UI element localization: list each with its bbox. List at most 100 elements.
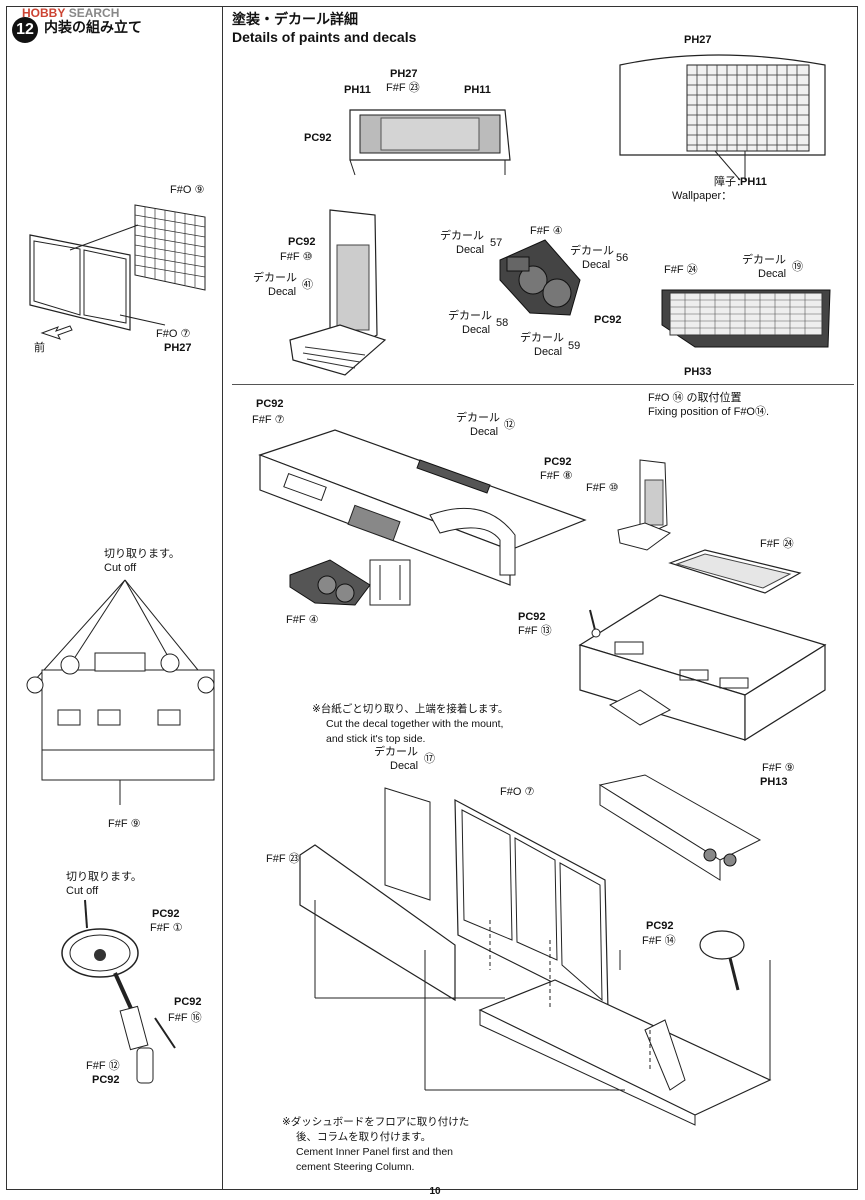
label-ph11-b: PH11 <box>464 84 491 96</box>
fixing-en: Fixing position of F#O⑭. <box>648 406 770 418</box>
note-dash-en1: Cement Inner Panel first and then <box>296 1146 454 1158</box>
label-pc92-hood: PC92 <box>544 456 572 468</box>
label-pc92-cluster: PC92 <box>594 314 622 326</box>
decal-num-56: 56 <box>616 252 629 264</box>
decal-jp-19: デカール <box>742 254 786 266</box>
meter-cluster-diagram <box>499 239 581 316</box>
decal-num-19: ⑲ <box>792 261 803 273</box>
label-pc92-shift: PC92 <box>518 611 546 623</box>
floor-mat-small-diagram <box>668 549 802 594</box>
label-pc92-column: PC92 <box>174 996 202 1008</box>
decal-en-41: Decal <box>268 286 297 298</box>
label-ff16: F#F ⑯ <box>168 1012 202 1024</box>
decal-jp-56: デカール <box>570 245 614 257</box>
label-fo9: F#O ⑨ <box>170 184 205 196</box>
note-mount-en2: and stick it's top side. <box>326 733 426 745</box>
floor-mat-diagram <box>661 289 831 348</box>
note-dash-jp1: ※ダッシュボードをフロアに取り付けた <box>282 1116 470 1128</box>
label-ff23-window: F#F ㉓ <box>386 82 420 94</box>
decal-num-58: 58 <box>496 317 509 329</box>
label-ph33: PH33 <box>684 366 712 378</box>
cutoff-jp-2: 切り取ります。 <box>66 871 142 883</box>
decal-jp-58: デカール <box>448 310 492 322</box>
column-divider <box>222 6 223 1190</box>
cutoff-jp-1: 切り取ります。 <box>104 548 180 560</box>
label-ph27-left: PH27 <box>164 342 192 354</box>
dashboard-diagram <box>258 429 587 606</box>
label-ff8: F#F ⑧ <box>540 470 573 482</box>
label-ph11-wallpaper: PH11 <box>740 176 767 188</box>
label-ff9-floor: F#F ⑨ <box>762 762 795 774</box>
window-panel-diagram <box>349 109 511 176</box>
floor-box-diagram <box>578 594 827 742</box>
label-ff1: F#F ① <box>150 922 183 934</box>
section-title-en: Details of paints and decals <box>232 29 417 45</box>
interior-assembly-diagram <box>299 774 772 1126</box>
label-front: 前 <box>34 342 45 354</box>
label-ff12: F#F ⑫ <box>86 1060 120 1072</box>
decal-num-17: ⑰ <box>424 753 435 765</box>
label-ff4-cluster: F#F ④ <box>530 225 563 237</box>
decal-en-19: Decal <box>758 268 787 280</box>
wallpaper-jp: 障子： <box>714 176 747 188</box>
label-ph27-wallpaper: PH27 <box>684 34 712 46</box>
label-fo7-final: F#O ⑦ <box>500 786 535 798</box>
cutoff-en-1: Cut off <box>104 562 137 574</box>
decal-en-58: Decal <box>462 324 491 336</box>
label-ff13: F#F ⑬ <box>518 625 552 637</box>
decal-num-41: ㊶ <box>302 279 313 291</box>
label-ph11-a: PH11 <box>344 84 371 96</box>
decal-en-57: Decal <box>456 244 485 256</box>
decal-jp-41: デカール <box>253 272 297 284</box>
steering-wheel-diagram <box>61 899 176 1084</box>
label-ff10-seat-small: F#F ⑩ <box>586 482 619 494</box>
label-ff24-mat: F#F ㉔ <box>664 264 698 276</box>
label-ff9-left: F#F ⑨ <box>108 818 141 830</box>
wallpaper-panel-diagram <box>619 54 826 181</box>
note-dash-en2: cement Steering Column. <box>296 1161 415 1173</box>
floor-panel-diagram <box>26 579 215 805</box>
label-ff23-final: F#F ㉓ <box>266 853 300 865</box>
decal-en-17: Decal <box>390 760 419 772</box>
label-ff24-floor: F#F ㉔ <box>760 538 794 550</box>
fixing-jp: F#O ⑭ の取付位置 <box>648 392 742 404</box>
label-ff4-dash: F#F ④ <box>286 614 319 626</box>
rear-panel-diagram <box>29 204 206 340</box>
label-ph27-window: PH27 <box>390 68 418 80</box>
step-title: 内装の組み立て <box>44 19 142 35</box>
label-fo7: F#O ⑦ <box>156 328 191 340</box>
seat-diagram <box>289 209 387 376</box>
label-pc92-steer: PC92 <box>152 908 180 920</box>
decal-num-12: ⑫ <box>504 419 515 431</box>
page-frame <box>6 6 858 1190</box>
label-ph13: PH13 <box>760 776 788 788</box>
label-pc92-seat: PC92 <box>288 236 316 248</box>
section-divider <box>232 384 854 385</box>
decal-en-59: Decal <box>534 346 563 358</box>
cluster-small-diagram <box>289 559 371 606</box>
label-pc92-window: PC92 <box>304 132 332 144</box>
watermark-logo: HOBBY SEARCH <box>22 6 120 20</box>
page-number: 10 <box>429 1186 441 1197</box>
note-mount-jp: ※台紙ごと切り取り、上端を接着します。 <box>312 703 509 715</box>
decal-num-59: 59 <box>568 340 581 352</box>
note-dash-jp2: 後、コラムを取り付けます。 <box>296 1131 432 1143</box>
decal-jp-57: デカール <box>440 230 484 242</box>
note-mount-en1: Cut the decal together with the mount, <box>326 718 504 730</box>
decal-num-57: 57 <box>490 237 503 249</box>
seat-small-diagram <box>617 459 672 551</box>
label-pc92-final: PC92 <box>646 920 674 932</box>
wallpaper-en: Wallpaper： <box>672 190 733 202</box>
label-ff10-seat: F#F ⑩ <box>280 251 313 263</box>
decal-en-56: Decal <box>582 259 611 271</box>
label-ff14: F#F ⑭ <box>642 935 676 947</box>
step-number-badge: 12 <box>12 17 38 43</box>
section-title-jp: 塗装・デカール詳細 <box>232 11 358 27</box>
decal-jp-17: デカール <box>374 746 418 758</box>
cutoff-en-2: Cut off <box>66 885 99 897</box>
decal-jp-12: デカール <box>456 412 500 424</box>
decal-jp-59: デカール <box>520 332 564 344</box>
decal-en-12: Decal <box>470 426 499 438</box>
label-pc92-grip: PC92 <box>92 1074 120 1086</box>
label-pc92-dash: PC92 <box>256 398 284 410</box>
